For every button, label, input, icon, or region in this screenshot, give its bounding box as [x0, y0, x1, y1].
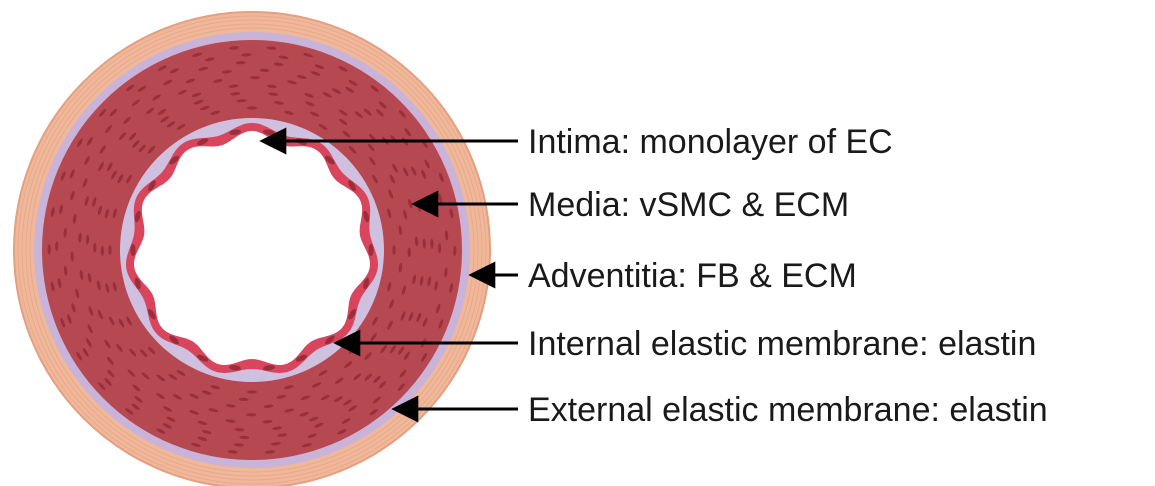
smooth-muscle-cell: [247, 390, 257, 393]
external-elastic-label: External elastic membrane: elastin: [528, 391, 1048, 429]
smooth-muscle-cell: [247, 106, 257, 109]
internal-elastic-label: Internal elastic membrane: elastin: [528, 325, 1036, 363]
endothelial-cell: [368, 244, 373, 256]
endothelial-cell: [130, 244, 135, 256]
media-label: Media: vSMC & ECM: [528, 186, 849, 224]
smooth-muscle-cell: [108, 245, 111, 255]
intima-label: Intima: monolayer of EC: [528, 123, 893, 161]
adventitia-label: Adventitia: FB & ECM: [528, 257, 857, 295]
smooth-muscle-cell: [392, 245, 395, 255]
